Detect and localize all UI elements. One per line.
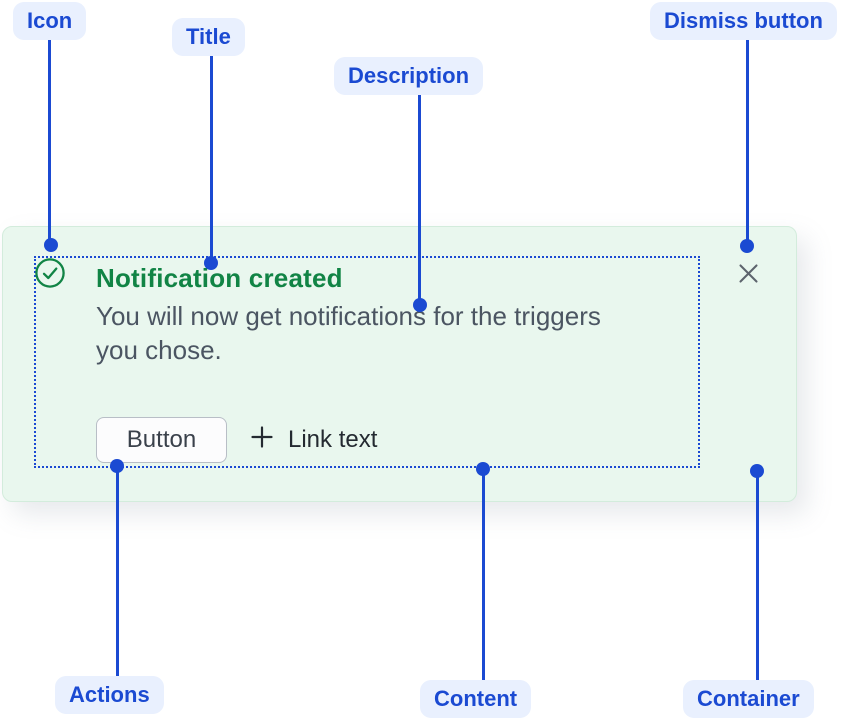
flag-action-link[interactable]: Link text	[249, 424, 377, 457]
container-connector-line	[756, 471, 759, 680]
flag-action-button[interactable]: Button	[96, 417, 227, 463]
success-check-icon	[34, 257, 66, 289]
icon-connector-dot	[44, 238, 58, 252]
flag-dismiss-button[interactable]	[732, 259, 764, 291]
icon-connector-line	[48, 40, 51, 246]
dismiss-connector-line	[746, 40, 749, 246]
content-region-outline	[34, 256, 700, 468]
description-connector-dot	[413, 298, 427, 312]
annotation-label-content: Content	[420, 680, 532, 718]
annotation-label-container: Container	[683, 680, 814, 718]
annotation-label-actions: Actions	[55, 676, 164, 714]
content-connector-dot	[476, 462, 490, 476]
close-icon	[736, 261, 761, 289]
description-connector-line	[418, 95, 421, 305]
title-connector-dot	[204, 256, 218, 270]
title-connector-line	[210, 55, 213, 263]
dismiss-connector-dot	[740, 239, 754, 253]
plus-icon	[249, 424, 275, 457]
container-connector-dot	[750, 464, 764, 478]
annotation-label-description: Description	[334, 57, 484, 95]
actions-connector-line	[116, 466, 119, 676]
content-connector-line	[482, 469, 485, 680]
flag-actions: Button Link text	[96, 417, 377, 463]
annotation-label-title: Title	[172, 18, 245, 56]
actions-connector-dot	[110, 459, 124, 473]
annotation-label-icon: Icon	[13, 2, 87, 40]
flag-description: You will now get notifications for the t…	[96, 301, 601, 365]
flag-title: Notification created	[96, 263, 343, 293]
annotation-label-dismiss: Dismiss button	[650, 2, 837, 40]
flag-action-link-label: Link text	[288, 426, 378, 453]
